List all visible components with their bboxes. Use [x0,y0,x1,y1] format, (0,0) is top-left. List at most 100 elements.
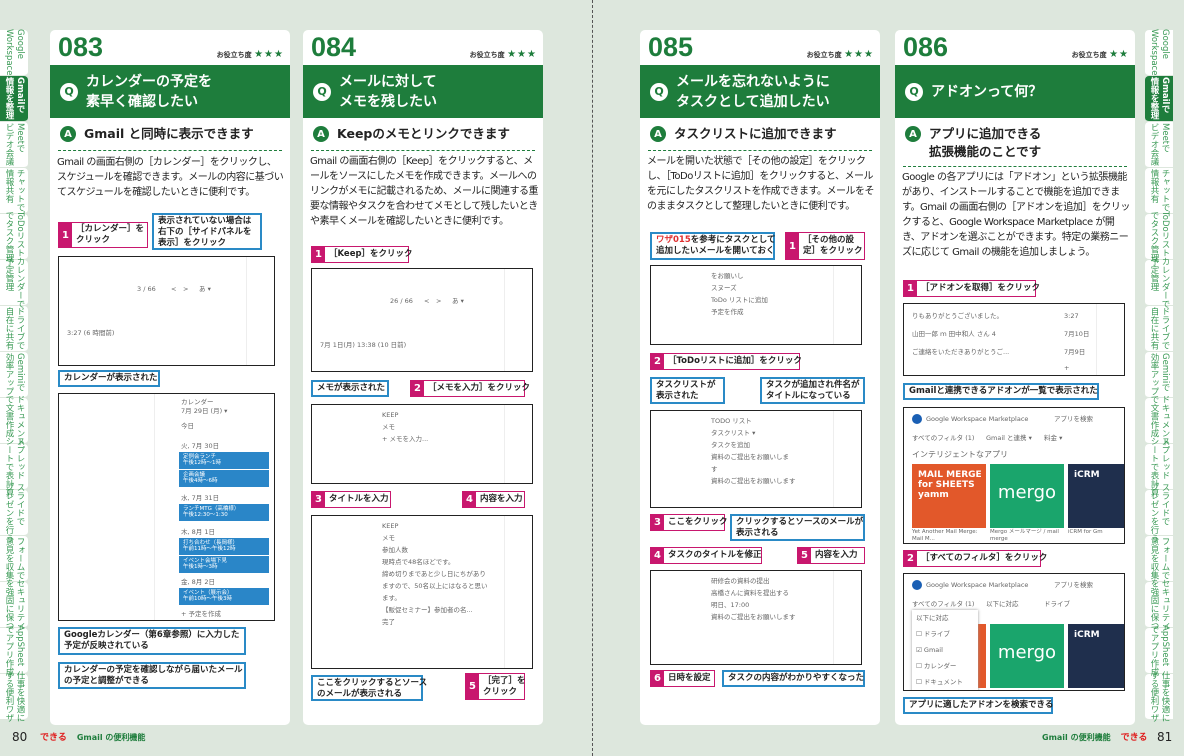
note-text: アプリに適したアドオンを検索できる [909,700,1054,710]
chapter-tab[interactable]: チャットで 情報共有 [1145,168,1173,214]
step-text: ［Keep］をクリック [329,249,413,259]
chapter-tab[interactable]: ドキュメント で文書作成 [0,395,28,446]
page-number-left: 80 [12,730,28,744]
note-callout: ワザ015を参考にタスクとして 追加したいメールを開いておく [650,232,776,260]
chapter-tab[interactable]: ToDoリスト でタスク管理 [0,211,28,262]
usefulness-rating: お役立ち度 ★★ [1072,49,1129,60]
question-icon: Q [905,82,923,101]
chapter-tab[interactable]: スプレッド シートで表計算 [1145,437,1173,496]
screenshot-text: + メモを入力... [382,435,429,443]
usefulness-rating: お役立ち度 ★★★ [217,49,284,60]
filter-option[interactable]: ☐ ドライブ [916,630,950,638]
step-callout: 1［カレンダー］を クリック [58,222,148,248]
screenshot-text: Google Workspace Marketplace [926,415,1029,423]
screenshot-text: タスクリスト ▾ [711,429,756,437]
note-text: メモが表示された [317,383,386,393]
screenshot-text: をお願いし [711,272,744,280]
filter-option[interactable]: ☐ ドキュメント [916,678,963,686]
chapter-tab[interactable]: 仕事を快適に する便利ワザ [0,671,28,722]
step-number: 2 [411,381,424,396]
chapter-tab[interactable]: ドライブで 自在に共有 [1145,306,1173,352]
app-tile[interactable]: iCRM [1068,624,1124,688]
rating-stars: ★★★ [507,49,537,60]
calendar-event[interactable]: 定例会ランチ 午後12時～1時 [179,452,269,469]
screenshot-text: KEEP [382,411,399,419]
filter-option[interactable]: ☑ Gmail [916,646,943,654]
filter-option-label: Gmail [923,646,943,654]
chapter-tab[interactable]: AppSheet でアプリ作成 [0,625,28,676]
chapter-tab[interactable]: Gmailで 情報を整理 [0,76,28,122]
chapter-tab[interactable]: フォームで 意見を収集 [0,536,28,582]
screenshot-text: < [424,297,430,305]
chapter-tab[interactable]: AppSheet でアプリ作成 [1145,625,1173,676]
app-tile[interactable]: mergo [990,624,1064,688]
answer-icon: A [650,126,666,142]
chapter-tab[interactable]: Geminiで 効率アップ [1145,352,1173,398]
chapter-tab[interactable]: Meetで ビデオ会議 [0,122,28,168]
app-tile[interactable]: mergo [990,464,1064,528]
screenshot-text: ToDo リストに追加 [711,296,768,304]
chapter-tab[interactable]: スライドで プレゼンを行う [1145,483,1173,542]
rating-stars: ★★ [1109,49,1129,60]
chapter-tab[interactable]: セキュリティ を強固に保つ [0,579,28,630]
chapter-tab[interactable]: セキュリティ を強固に保つ [1145,579,1173,630]
chapter-tab[interactable]: ドキュメント で文書作成 [1145,395,1173,446]
rating-label: お役立ち度 [806,51,842,59]
chapter-tab[interactable]: Gmailで 情報を整理 [1145,76,1173,122]
chapter-tab[interactable]: 仕事を快適に する便利ワザ [1145,671,1173,722]
screenshot: TODO リストタスクリスト ▾タスクを追加資料のご提出をお願いします資料のご提… [650,410,862,508]
filter-option[interactable]: 以下に対応 [916,614,949,622]
screenshot: 26 / 66<>あ ▾7月 1日(月) 13:38 (10 日前) [311,268,533,372]
page-gutter [592,0,593,756]
checkbox-checked-icon: ☑ [916,646,924,654]
calendar-event[interactable]: イベント会場下見 午後1時～3時 [179,556,269,573]
step-number: 1 [312,247,325,262]
chapter-tab[interactable]: Meetで ビデオ会議 [1145,122,1173,168]
calendar-event[interactable]: 企画会議 午後4時～6時 [179,470,269,487]
note-text: クリックするとソースのメールが 表示される [736,517,864,538]
chapter-tab[interactable]: フォームで 意見を収集 [1145,536,1173,582]
filter-option[interactable]: ☐ カレンダー [916,662,956,670]
chapter-tab[interactable]: カレンダーで 予定管理 [1145,257,1173,308]
screenshot-text: 予定を作成 [711,308,744,316]
chapter-tab[interactable]: Google Workspace [0,29,28,76]
chapter-tab[interactable]: チャットで 情報共有 [0,168,28,214]
calendar-event[interactable]: イベント（展示会） 午前10時～午後3時 [179,588,269,605]
chapter-tab[interactable]: カレンダーで 予定管理 [0,257,28,308]
calendar-event[interactable]: 打ち合わせ（長岡様） 午前11時～午後12時 [179,538,269,555]
step-number: 2 [651,354,664,369]
screenshot-text: iCRM for Gm [1068,529,1103,535]
answer-icon: A [313,126,329,142]
chapter-tab[interactable]: ドライブで 自在に共有 [0,306,28,352]
app-tile[interactable]: MAIL MERGE for SHEETS yamm [912,464,986,528]
step-text: ［すべてのフィルタ］をクリック [921,553,1048,563]
chapter-tab[interactable]: スライドで プレゼンを行う [0,483,28,542]
step-number: 1 [786,233,799,259]
tip-number: 085 [648,32,694,62]
screenshot-text: 料金 ▾ [1044,434,1063,442]
screenshot-text: 完了 [382,618,395,626]
calendar-event[interactable]: ランチMTG（高橋様） 午後12:30～1:30 [179,504,269,521]
screenshot-text: Yet Another Mail Merge: Mail M... [912,529,978,542]
step-callout: 1 ［Keep］をクリック [311,246,413,263]
rating-label: お役立ち度 [1071,51,1107,59]
app-rail [833,571,853,664]
chapter-tab[interactable]: ToDoリスト でタスク管理 [1145,211,1173,262]
screenshot-text: Google Workspace Marketplace [926,581,1029,589]
chapter-tab[interactable]: スプレッド シートで表計算 [0,437,28,496]
note-callout: タスクの内容がわかりやすくなった [722,670,865,687]
body-text: Gmail の画面右側の［カレンダー］をクリックし、スケジュールを確認できます。… [57,157,284,198]
screenshot: 3 / 66<>あ ▾3:27 (6 時間前) [58,256,275,366]
app-rail [154,394,174,620]
answer-icon: A [60,126,76,142]
app-tile[interactable]: iCRM [1068,464,1124,528]
chapter-tab[interactable]: Google Workspace [1145,29,1173,76]
chapter-tab[interactable]: Geminiで 効率アップ [0,352,28,398]
